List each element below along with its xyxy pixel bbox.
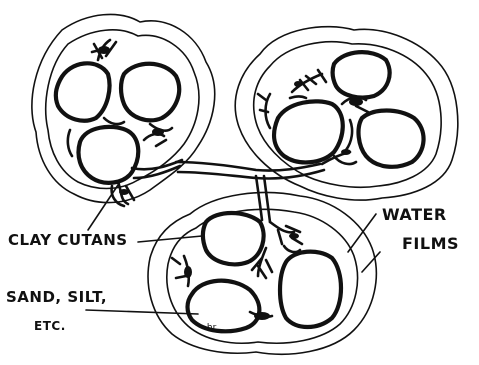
- clay-blob: [98, 46, 110, 54]
- leader-clay-cutans-2: [138, 236, 202, 242]
- label-films: FILMS: [402, 236, 459, 252]
- sand-grain: [188, 281, 260, 332]
- sand-grain: [79, 127, 139, 183]
- clay-blob: [254, 312, 270, 320]
- clay-blob: [294, 81, 302, 87]
- aggregate-upper-left: [32, 14, 215, 206]
- sand-grain: [203, 213, 264, 264]
- small-mark: .hr: [204, 323, 217, 333]
- clay-blob: [152, 128, 164, 136]
- sand-grain: [56, 63, 110, 120]
- sand-grain: [333, 52, 390, 97]
- sand-grain: [280, 252, 341, 327]
- clay-blob: [289, 233, 299, 239]
- clay-bridge: [256, 176, 270, 222]
- clay-blob: [119, 189, 129, 195]
- clay-bridge: [176, 162, 324, 179]
- sand-grain: [274, 101, 343, 162]
- clay-blob: [184, 266, 192, 278]
- label-etc: ETC.: [34, 320, 66, 332]
- label-water: WATER: [382, 207, 447, 223]
- clay-blob: [349, 98, 363, 106]
- clay-bridge: [132, 160, 182, 178]
- leader-sand-silt: [86, 310, 198, 314]
- sand-grain: [121, 64, 179, 121]
- sand-grain: [359, 111, 424, 167]
- label-sand-silt: SAND, SILT,: [6, 290, 107, 305]
- leader-water-films-2: [362, 252, 380, 272]
- aggregate-upper-right: [235, 27, 458, 200]
- label-clay-cutans: CLAY CUTANS: [8, 233, 128, 248]
